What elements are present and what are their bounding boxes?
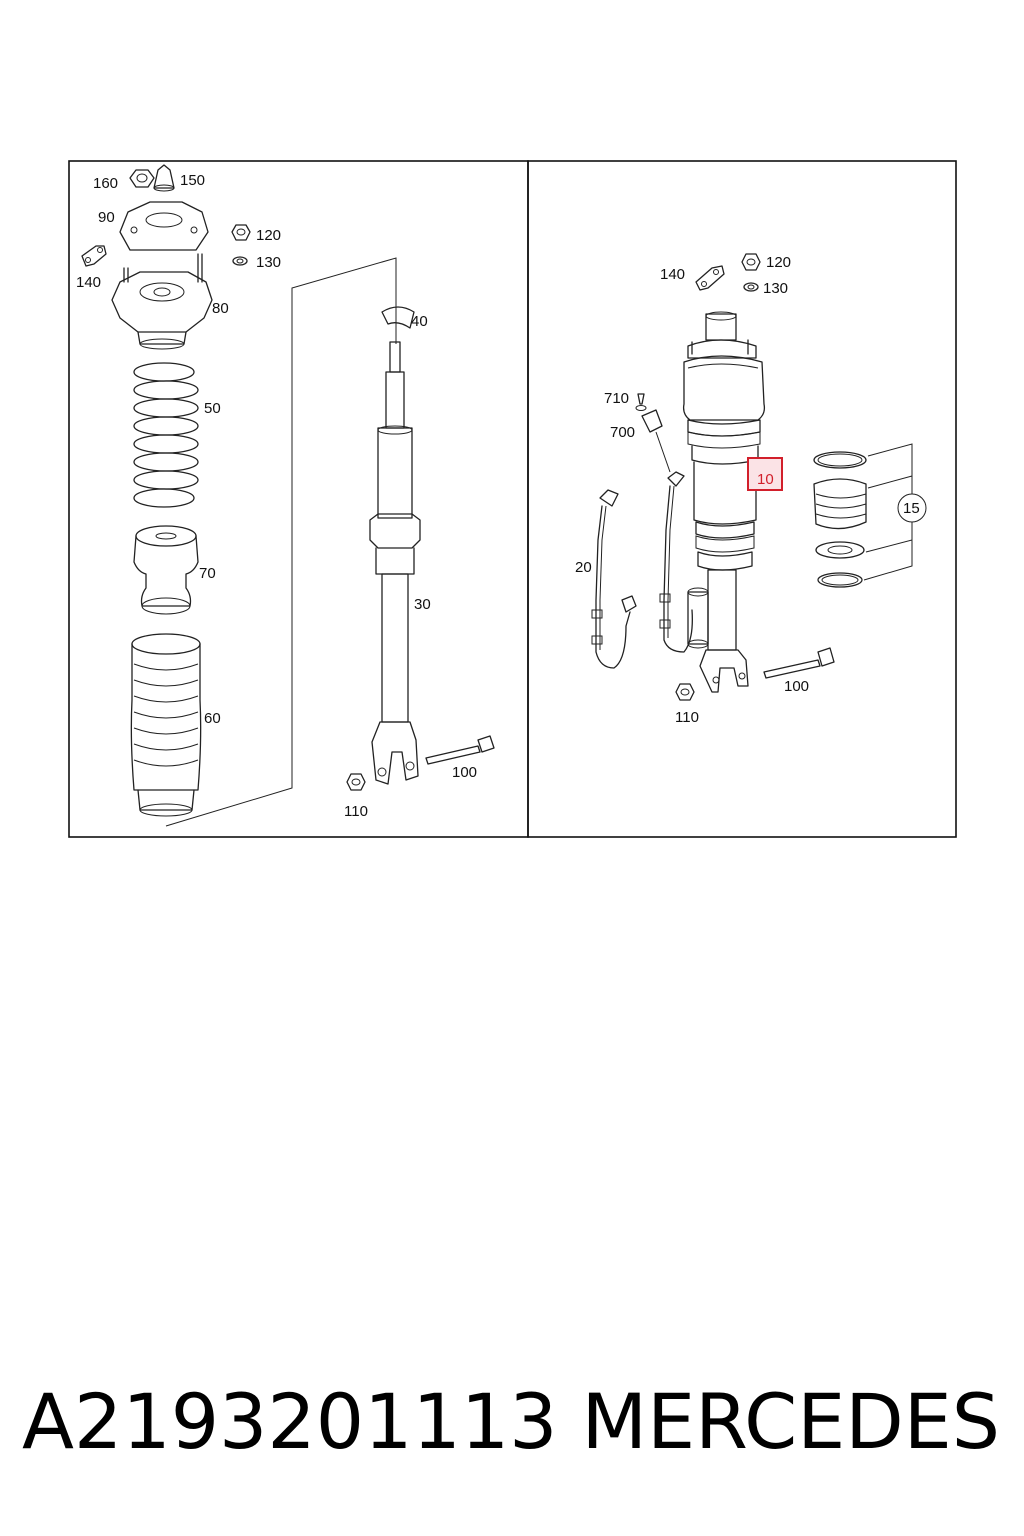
- callout-140: 140: [76, 274, 101, 291]
- callout-150: 150: [180, 172, 205, 189]
- callout-110: 110: [344, 803, 368, 820]
- part-110-nut-right: [675, 683, 695, 701]
- right-callouts: 140 120 130 710 700 10 15 20 100 110: [575, 254, 920, 726]
- part-15-bellows-kit: [813, 443, 927, 588]
- part-150-cap: [153, 164, 175, 192]
- right-panel-frame: [527, 160, 957, 838]
- callout-50: 50: [204, 400, 221, 417]
- callout-15: 15: [903, 500, 920, 517]
- callout-10-highlight: [747, 457, 783, 491]
- callout-10: 10: [757, 471, 774, 488]
- callout-80: 80: [212, 300, 229, 317]
- part-700-sensor: [641, 409, 671, 473]
- callout-120-right: 120: [766, 254, 791, 271]
- callout-710: 710: [604, 390, 629, 407]
- right-strut-assembly: [591, 253, 927, 701]
- caption-bar: A2193201113 MERCEDES: [0, 1372, 1024, 1472]
- part-30-shock-absorber: [369, 341, 421, 785]
- left-group-bracket: [165, 257, 397, 827]
- callout-130-right: 130: [763, 280, 788, 297]
- left-callouts: 160 150 90 120 130 140 80 40 50 70 30 60…: [76, 172, 477, 820]
- callout-40: 40: [411, 313, 428, 330]
- left-panel-frame: [68, 160, 529, 838]
- brand-name: MERCEDES: [581, 1377, 1000, 1466]
- part-100-bolt-right: [763, 647, 835, 679]
- part-120-nut: [231, 224, 251, 241]
- callout-100: 100: [452, 764, 477, 781]
- part-number: A2193201113: [22, 1377, 558, 1466]
- part-80-strut-mount: [111, 253, 213, 350]
- part-140-bracket-right: [695, 265, 725, 291]
- part-90-top-plate: [119, 201, 209, 251]
- callout-100-right: 100: [784, 678, 809, 695]
- callout-30: 30: [414, 596, 431, 613]
- callout-60: 60: [204, 710, 221, 727]
- callout-160: 160: [93, 175, 118, 192]
- callout-140-right: 140: [660, 266, 685, 283]
- part-50-coil-spring: [133, 362, 199, 508]
- callout-120: 120: [256, 227, 281, 244]
- part-160-nut: [129, 169, 155, 188]
- part-120-nut-right: [741, 253, 761, 271]
- left-strut-assembly: [81, 164, 495, 827]
- callout-130: 130: [256, 254, 281, 271]
- part-20-wire-harness: [591, 489, 637, 669]
- part-140-bracket: [81, 245, 107, 267]
- part-130-washer: [232, 256, 248, 266]
- callout-20: 20: [575, 559, 592, 576]
- callout-70: 70: [199, 565, 216, 582]
- callout-90: 90: [98, 209, 115, 226]
- part-130-washer-right: [743, 282, 759, 292]
- callout-110-right: 110: [675, 709, 699, 726]
- part-10-air-strut: [682, 311, 766, 693]
- part-710-screw: [635, 393, 647, 411]
- part-60-dust-boot: [130, 633, 202, 817]
- part-100-bolt: [425, 735, 495, 765]
- strut-wiring: [659, 471, 693, 653]
- parts-diagram: 160 150 90 120 130 140 80 40 50 70 30 60…: [68, 160, 957, 838]
- part-70-bump-stop: [133, 525, 199, 615]
- part-110-nut: [346, 773, 366, 791]
- callout-700: 700: [610, 424, 635, 441]
- part-40-clip: [381, 306, 415, 329]
